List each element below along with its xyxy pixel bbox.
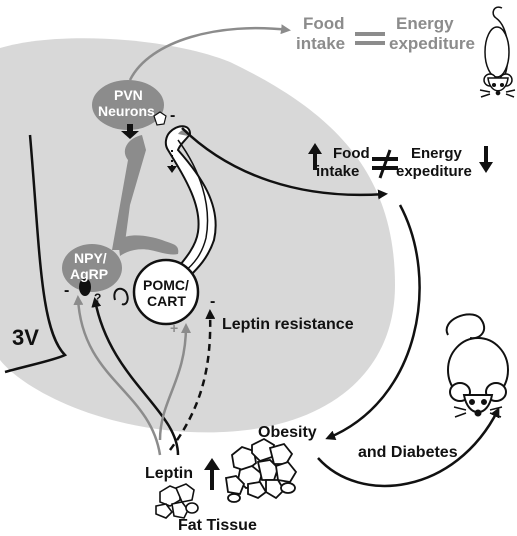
- leptin-up-arrow-icon: [204, 458, 220, 490]
- pomc-cart-neuron: [132, 258, 200, 326]
- label-3v: 3V: [12, 325, 39, 350]
- pvn-to-food-intake-arrow: [128, 24, 291, 81]
- label-pvn: PVN: [114, 87, 143, 103]
- label-leptin: Leptin: [145, 465, 193, 482]
- fat-cells-icon: [224, 437, 298, 503]
- energy-down-arrow-icon: [479, 146, 493, 173]
- mouse-slim-icon: [479, 6, 516, 98]
- leptin-to-pomc-grey: [158, 323, 191, 441]
- label-agrp: AgRP: [70, 266, 108, 282]
- fat-tissue-cells-icon: [155, 483, 199, 519]
- label-energy-mid: Energy: [411, 145, 463, 162]
- label-obesity: Obesity: [258, 424, 317, 441]
- mouse-obese-icon: [445, 313, 509, 418]
- label-energy-top: Energy: [396, 14, 454, 33]
- leptin-to-npy-black: [91, 297, 180, 456]
- not-equal-icon: [372, 149, 398, 179]
- npy-to-pomc-axon: [118, 235, 179, 256]
- pvn-down-arrow-icon: [121, 124, 139, 139]
- label-expediture-top: expediture: [389, 34, 475, 53]
- sign-plus-pomc: +: [170, 320, 178, 336]
- label-intake-mid: intake: [316, 163, 359, 180]
- pomc-to-pvn-axon: [164, 125, 217, 280]
- energy-to-obesity-arrow: [325, 204, 421, 440]
- leptin-to-npy-grey: [73, 295, 162, 456]
- label-expediture-mid: expediture: [396, 163, 472, 180]
- leptin-resistance-dashed: [168, 309, 216, 451]
- label-and-diabetes: and Diabetes: [358, 444, 458, 461]
- label-npy: NPY/: [74, 250, 107, 266]
- equal-icon: [355, 32, 385, 45]
- pvn-to-food-intake-mid-arrow: [181, 127, 388, 200]
- label-neurons: Neurons: [98, 103, 155, 119]
- label-fat-tissue: Fat Tissue: [178, 517, 257, 534]
- label-food-mid: Food: [333, 145, 370, 162]
- leptin-receptor-dot: [79, 278, 91, 296]
- sign-minus-pomc: -: [210, 293, 215, 310]
- pomc-axon-inner-line: [177, 139, 209, 273]
- pomc-dendrite: [113, 287, 129, 306]
- label-cart: CART: [147, 293, 186, 309]
- third-ventricle-outline: [4, 134, 68, 374]
- obesity-to-diabetes-arrow: [317, 407, 500, 488]
- npy-agrp-neuron: [62, 244, 122, 292]
- label-food-top: Food: [303, 14, 345, 33]
- mc4r-receptor-icon: [153, 111, 167, 126]
- pvn-neurons: [92, 80, 164, 130]
- label-leptin-resistance: Leptin resistance: [222, 316, 354, 333]
- label-pomc: POMC/: [143, 277, 189, 293]
- label-intake-top: intake: [296, 34, 345, 53]
- sign-minus-pvn: -: [170, 107, 175, 124]
- npy-to-pvn-axon: [112, 135, 146, 250]
- sign-minus-npy: -: [64, 282, 69, 299]
- sign-question: ?: [94, 291, 101, 305]
- food-up-arrow-icon: [308, 143, 322, 170]
- dotted-arrow-head: [167, 166, 177, 173]
